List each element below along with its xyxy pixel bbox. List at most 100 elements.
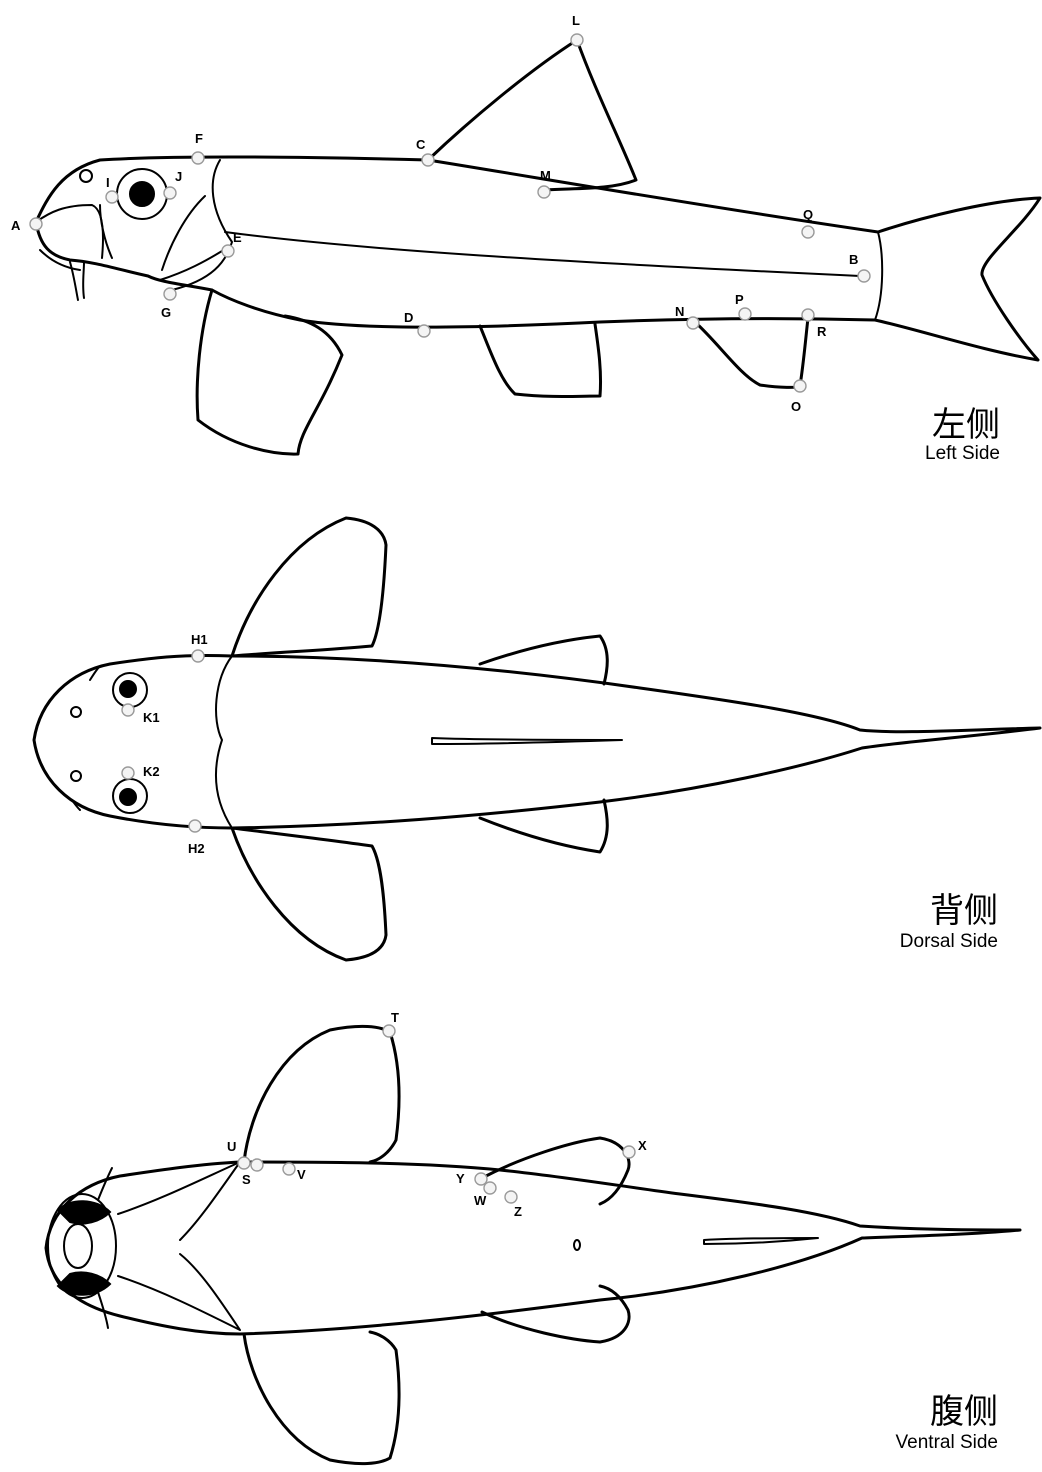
left-gill-inner	[161, 195, 206, 271]
landmark-label-G: G	[161, 305, 171, 320]
landmark-dot-U	[237, 1156, 251, 1170]
landmark-label-Q: Q	[803, 207, 813, 222]
landmark-dot-Y	[474, 1172, 488, 1186]
ventral-mouth-lips	[56, 1200, 112, 1296]
landmark-dot-E	[221, 244, 235, 258]
dorsal-eye-lower-pupil	[119, 788, 137, 806]
landmark-label-C: C	[416, 137, 426, 152]
landmark-dot-O	[793, 379, 807, 393]
landmark-label-K2: K2	[143, 764, 160, 779]
landmark-dot-X	[622, 1145, 636, 1159]
landmark-labels: A B C D E F G I J L M N O P Q R H1 H2 K1…	[11, 13, 858, 1219]
left-side-view	[34, 38, 1042, 456]
landmark-dot-H2	[188, 819, 202, 833]
left-cheek	[99, 204, 113, 259]
dorsal-pectoral-fin-lower	[230, 826, 388, 962]
dorsal-pectoral-fin-upper	[230, 516, 388, 658]
landmark-dot-K1	[121, 703, 135, 717]
landmark-label-V: V	[297, 1167, 306, 1182]
dorsal-fin-streak	[431, 737, 623, 745]
landmark-dot-A	[29, 217, 43, 231]
ventral-view	[44, 1024, 1022, 1466]
landmark-dot-K2	[121, 766, 135, 780]
landmark-dot-G	[163, 287, 177, 301]
dorsal-barbel-lower	[71, 799, 81, 811]
landmark-label-S: S	[242, 1172, 251, 1187]
landmark-dot-S	[250, 1158, 264, 1172]
ventral-body-outline	[44, 1160, 1022, 1336]
landmark-label-D: D	[404, 310, 413, 325]
ventral-fin-streak	[703, 1237, 819, 1245]
left-barbel-2	[82, 261, 85, 299]
ventral-pelvic-fin-upper	[480, 1136, 631, 1206]
dorsal-head-line	[215, 655, 233, 829]
landmark-dot-F	[191, 151, 205, 165]
dorsal-eye-upper-pupil	[119, 680, 137, 698]
left-mouth	[39, 249, 81, 271]
left-operculum	[171, 159, 233, 291]
left-pectoral-fin	[195, 288, 344, 456]
landmark-label-E: E	[233, 230, 242, 245]
landmark-dot-I	[105, 190, 119, 204]
landmark-dot-L	[570, 33, 584, 47]
landmark-label-P: P	[735, 292, 744, 307]
ventral-anus	[573, 1239, 581, 1251]
landmark-dot-T	[382, 1024, 396, 1038]
landmark-label-U: U	[227, 1139, 236, 1154]
caption-left-en: Left Side	[925, 443, 1000, 464]
left-pelvic-fin	[478, 322, 603, 398]
dorsal-barbel-upper	[89, 665, 101, 681]
landmark-dot-Q	[801, 225, 815, 239]
landmark-markers	[29, 33, 871, 1204]
dorsal-nostril-upper	[70, 706, 82, 718]
landmark-dot-P	[738, 307, 752, 321]
left-nostril	[79, 169, 93, 183]
caption-dorsal-cn: 背侧	[930, 891, 998, 931]
left-snout	[35, 204, 104, 259]
left-gill-lower	[159, 245, 231, 281]
landmark-label-J: J	[175, 169, 182, 184]
landmark-label-N: N	[675, 304, 684, 319]
landmark-dot-M	[537, 185, 551, 199]
landmark-dot-V	[282, 1162, 296, 1176]
dorsal-nostril-lower	[70, 770, 82, 782]
dorsal-view	[32, 516, 1042, 962]
ventral-mouth-opening	[63, 1223, 93, 1269]
left-lateral-line	[224, 231, 861, 277]
landmark-dot-D	[417, 324, 431, 338]
landmark-dot-W	[483, 1181, 497, 1195]
landmark-label-M: M	[540, 168, 551, 183]
left-caudal-base	[874, 231, 884, 321]
landmark-label-X: X	[638, 1138, 647, 1153]
landmark-label-W: W	[474, 1193, 487, 1208]
landmark-label-B: B	[849, 252, 858, 267]
left-dorsal-fin	[426, 38, 638, 192]
landmark-label-K1: K1	[143, 710, 160, 725]
landmark-label-I: I	[106, 175, 110, 190]
caption-left-cn: 左侧	[932, 405, 1000, 445]
landmark-label-R: R	[817, 324, 827, 339]
landmark-dot-Z	[504, 1190, 518, 1204]
landmark-dot-H1	[191, 649, 205, 663]
dorsal-pelvic-fin-lower	[478, 798, 609, 854]
caption-dorsal-en: Dorsal Side	[900, 931, 998, 952]
view-captions: 左侧 Left Side 背侧 Dorsal Side 腹侧 Ventral S…	[896, 405, 1000, 1453]
ventral-barbel-lower	[97, 1291, 109, 1329]
landmark-dot-R	[801, 308, 815, 322]
landmark-dot-J	[163, 186, 177, 200]
ventral-pectoral-fin-lower	[242, 1330, 401, 1466]
left-barbel-1	[69, 261, 79, 301]
landmark-dot-N	[686, 316, 700, 330]
landmark-label-H1: H1	[191, 632, 208, 647]
left-anal-fin	[693, 316, 810, 389]
landmark-label-H2: H2	[188, 841, 205, 856]
landmark-label-L: L	[572, 13, 580, 28]
ventral-mouth-disc	[47, 1193, 117, 1299]
landmark-dot-B	[857, 269, 871, 283]
landmark-label-O: O	[791, 399, 801, 414]
left-eye-pupil	[129, 181, 155, 207]
landmark-label-Y: Y	[456, 1171, 465, 1186]
caption-ventral-en: Ventral Side	[896, 1432, 998, 1453]
landmark-label-T: T	[391, 1010, 399, 1025]
